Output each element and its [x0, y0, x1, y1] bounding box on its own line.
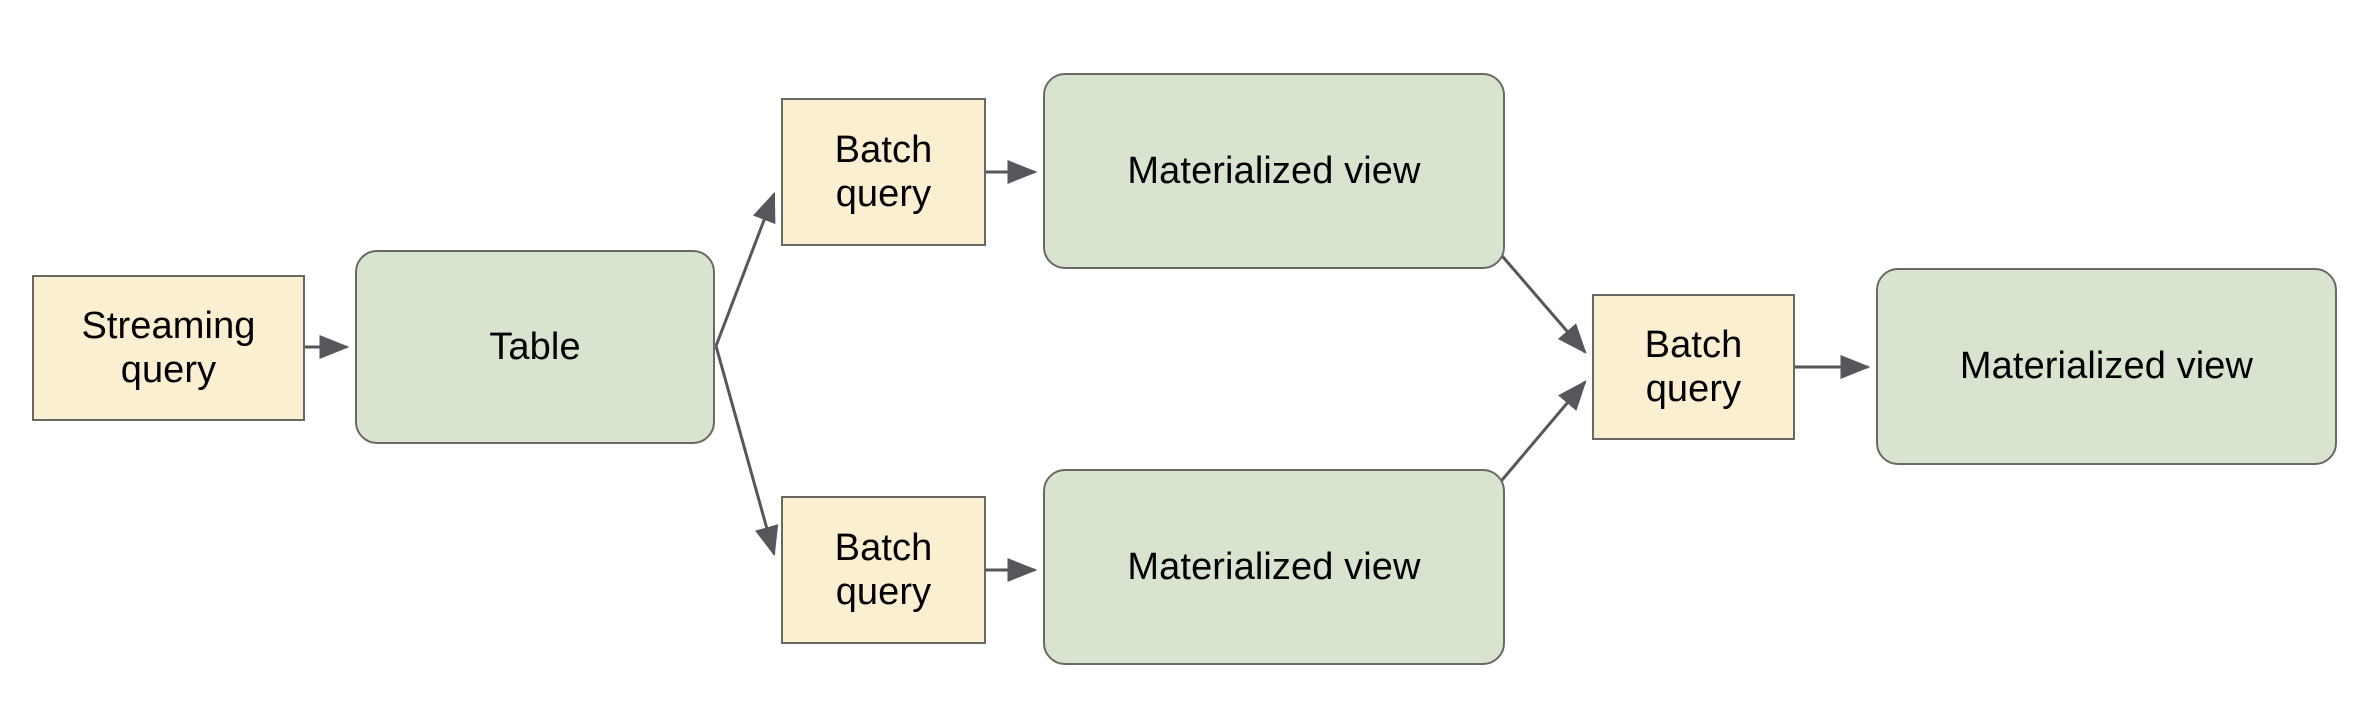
node-label: Materialized view [1959, 345, 2254, 388]
edge-table-to-batch-bottom [714, 345, 779, 557]
node-batch-query-top[interactable]: Batch query [781, 98, 986, 246]
node-label: Streaming query [81, 304, 256, 391]
node-materialized-view-bottom[interactable]: Materialized view [1043, 469, 1505, 665]
node-label: Batch query [834, 128, 933, 215]
node-streaming-query[interactable]: Streaming query [32, 275, 305, 421]
node-label: Batch query [1644, 323, 1743, 410]
node-materialized-view-top[interactable]: Materialized view [1043, 73, 1505, 269]
edge-mv-top-to-batch-right [1495, 249, 1587, 354]
node-batch-query-bottom[interactable]: Batch query [781, 496, 986, 644]
node-label: Batch query [834, 526, 933, 613]
node-materialized-view-right[interactable]: Materialized view [1876, 268, 2337, 465]
node-batch-query-right[interactable]: Batch query [1592, 294, 1795, 440]
edge-table-to-batch-top [714, 191, 776, 347]
node-label: Materialized view [1127, 545, 1421, 588]
node-label: Materialized view [1127, 149, 1421, 192]
node-label: Table [489, 325, 581, 368]
node-table[interactable]: Table [355, 250, 715, 444]
edge-mv-bottom-to-batch-right [1495, 380, 1587, 487]
